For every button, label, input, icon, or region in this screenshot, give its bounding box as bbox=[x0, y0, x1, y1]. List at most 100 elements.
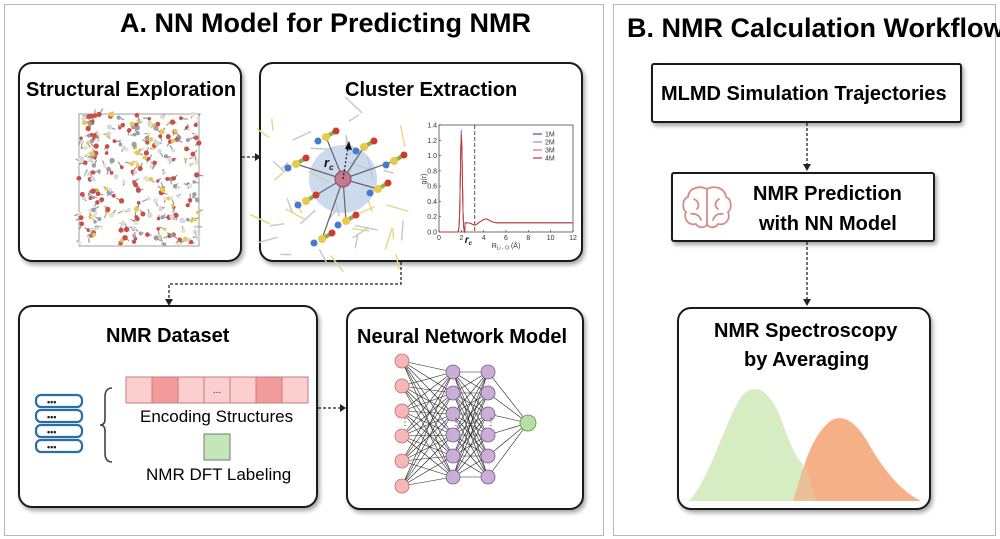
molecule-atom bbox=[116, 115, 121, 120]
molecule-atom bbox=[92, 232, 96, 237]
molecule-atom bbox=[188, 162, 193, 167]
nn-connection bbox=[401, 392, 454, 462]
molecule-atom bbox=[129, 121, 135, 127]
rdf-legend-label: 4M bbox=[545, 156, 555, 163]
background-bond bbox=[249, 213, 271, 225]
molecule-atom bbox=[109, 157, 115, 164]
nn-connection bbox=[401, 371, 454, 462]
molecule-atom bbox=[83, 173, 87, 177]
background-bond bbox=[280, 161, 289, 170]
molecule-atom bbox=[140, 147, 145, 151]
nn-input-node bbox=[394, 353, 410, 369]
arrow-structural-to-cluster bbox=[242, 153, 261, 161]
molecule-atom bbox=[169, 214, 175, 220]
database-dots: ••• bbox=[47, 442, 56, 452]
molecule-atom bbox=[185, 203, 190, 208]
molecule-atom bbox=[154, 140, 160, 147]
oxygen-atom bbox=[400, 151, 408, 159]
molecule-atom bbox=[169, 119, 176, 125]
nn-connection bbox=[401, 455, 454, 487]
molecule-atom bbox=[180, 228, 186, 233]
mlmd-trajectories-box: MLMD Simulation Trajectories bbox=[651, 63, 962, 123]
nmr-spectroscopy-line2: by Averaging bbox=[744, 349, 870, 371]
rdf-legend-label: 1M bbox=[545, 132, 555, 139]
molecule-atom bbox=[133, 170, 138, 175]
rdf-series-line bbox=[439, 134, 573, 234]
nn-hidden-node bbox=[480, 364, 496, 380]
brain-icon bbox=[682, 186, 732, 229]
molecule-atom bbox=[90, 158, 95, 162]
molecule-atom bbox=[156, 226, 161, 231]
rdf-ytick-label: 0.6 bbox=[427, 184, 437, 191]
molecule-atom bbox=[132, 234, 136, 239]
molecule-atom bbox=[170, 233, 175, 238]
molecule-atom bbox=[190, 111, 196, 117]
molecule-atom bbox=[104, 151, 109, 155]
molecule-atom bbox=[93, 219, 97, 224]
molecule-atom bbox=[87, 158, 92, 163]
molecule-atom bbox=[78, 215, 84, 221]
nn-connection bbox=[452, 434, 489, 478]
cluster-image: rc bbox=[249, 96, 409, 273]
sulfur-atom bbox=[322, 133, 330, 141]
molecule-atom bbox=[118, 142, 123, 147]
nn-hidden-node bbox=[445, 448, 461, 464]
rdf-ytick-label: 0.4 bbox=[427, 199, 437, 206]
molecule-atom bbox=[144, 135, 150, 141]
nn-connection bbox=[401, 410, 454, 415]
mlmd-trajectories-label: MLMD Simulation Trajectories bbox=[661, 83, 947, 105]
rdf-xtick-label: 6 bbox=[504, 235, 508, 242]
molecule-atom bbox=[89, 138, 95, 144]
molecule-atom bbox=[126, 207, 131, 212]
molecule-atom bbox=[79, 221, 85, 227]
molecule-atom bbox=[80, 139, 85, 145]
molecule-atom bbox=[171, 158, 175, 162]
molecule-atom bbox=[173, 129, 178, 134]
nn-connection bbox=[401, 392, 454, 437]
nn-hidden-node bbox=[480, 448, 496, 464]
rdf-ytick-label: 1.2 bbox=[427, 138, 437, 145]
molecule-atom bbox=[91, 195, 96, 200]
nn-hidden-node bbox=[480, 427, 496, 443]
molecule-atom bbox=[85, 125, 91, 132]
nn-connection bbox=[401, 392, 454, 487]
molecule-atom bbox=[90, 170, 95, 175]
molecule-atom bbox=[140, 211, 146, 217]
molecule-atom bbox=[163, 227, 167, 232]
nn-hidden-node bbox=[445, 427, 461, 443]
nn-connection bbox=[401, 455, 454, 462]
nn-connection bbox=[401, 435, 454, 478]
nn-connection bbox=[401, 360, 454, 436]
molecular-structure-image bbox=[74, 108, 204, 247]
molecule-atom bbox=[91, 163, 97, 168]
molecule-atom bbox=[146, 212, 153, 218]
database-disk bbox=[34, 423, 84, 439]
rc-arrowhead bbox=[345, 141, 352, 150]
rdf-xtick-label: 12 bbox=[569, 235, 577, 242]
molecule-atom bbox=[163, 196, 167, 201]
background-bond bbox=[352, 226, 369, 239]
rdf-xtick-label: 2 bbox=[459, 235, 463, 242]
molecule-atom bbox=[147, 117, 151, 121]
rdf-ylabel: g(r) bbox=[421, 174, 428, 185]
molecule-atom bbox=[135, 187, 142, 193]
molecule-atom bbox=[102, 164, 107, 168]
nn-connection bbox=[401, 360, 454, 478]
background-bond bbox=[383, 169, 394, 174]
encoding-cell bbox=[255, 376, 283, 404]
molecule-atom bbox=[196, 116, 201, 120]
nitrogen-atom bbox=[382, 161, 390, 169]
molecule-atom bbox=[196, 140, 202, 146]
nn-connection bbox=[401, 410, 454, 457]
molecule-atom bbox=[90, 188, 96, 194]
molecule-atom bbox=[134, 123, 139, 127]
molecule-atom bbox=[89, 150, 95, 157]
sulfur-atom bbox=[318, 235, 326, 243]
database-dots: ••• bbox=[47, 412, 56, 422]
molecule-atom bbox=[96, 111, 102, 118]
molecule-atom bbox=[165, 134, 171, 140]
molecule-atom bbox=[153, 125, 159, 131]
nn-connection bbox=[401, 392, 454, 412]
